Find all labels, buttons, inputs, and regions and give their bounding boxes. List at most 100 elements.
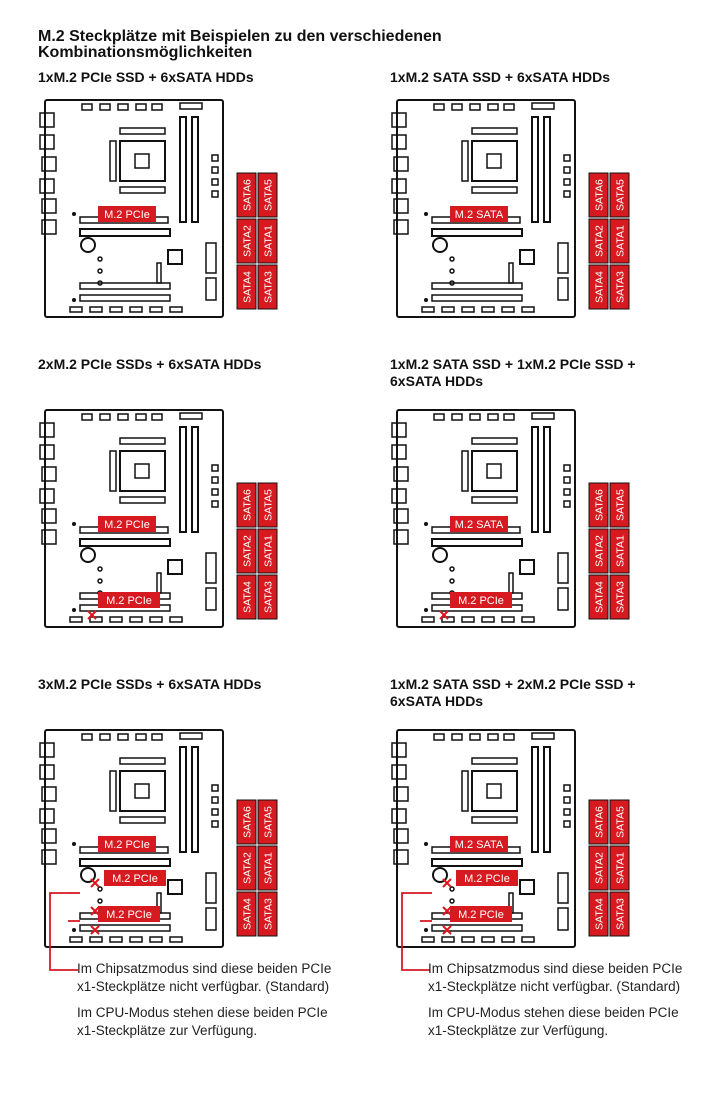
sata-port bbox=[588, 172, 609, 218]
header-pin bbox=[563, 500, 571, 508]
disabled-slot-x-icon bbox=[90, 925, 100, 935]
vrm-heatsink bbox=[119, 816, 166, 824]
vrm-heatsink bbox=[471, 496, 518, 504]
vrm-heatsink bbox=[471, 757, 518, 765]
vrm-heatsink bbox=[461, 140, 469, 182]
bottom-header bbox=[169, 306, 183, 313]
disabled-slot-x-icon bbox=[442, 906, 452, 916]
header-pin bbox=[563, 808, 571, 816]
cpu-socket bbox=[119, 450, 166, 492]
sata-port bbox=[236, 799, 257, 845]
sata-port-label: SATA3 bbox=[615, 271, 627, 303]
sata-port-label: SATA4 bbox=[242, 581, 254, 613]
header-pin bbox=[563, 178, 571, 186]
header-pin bbox=[469, 103, 481, 111]
io-connector bbox=[393, 508, 409, 524]
cpu-socket bbox=[471, 770, 518, 812]
note-right: Im Chipsatzmodus sind diese beiden PCIe … bbox=[428, 960, 698, 1048]
io-connector bbox=[41, 828, 57, 844]
vrm-heatsink bbox=[109, 140, 117, 182]
m2-slot-label: M.2 PCIe bbox=[458, 909, 504, 921]
callout-line bbox=[49, 892, 78, 971]
m2-slot-1 bbox=[98, 836, 156, 852]
io-connector bbox=[393, 156, 409, 172]
mount-hole bbox=[449, 886, 455, 892]
sata-port-label: SATA4 bbox=[594, 581, 606, 613]
header-pin bbox=[179, 412, 203, 420]
header-pin bbox=[451, 413, 463, 421]
dimm-slot bbox=[191, 746, 199, 853]
header-pin bbox=[99, 733, 111, 741]
note-cpu-mode: Im CPU-Modus stehen diese beiden PCIe x1… bbox=[428, 1005, 679, 1038]
disabled-slot-x-icon bbox=[439, 610, 449, 620]
board-outline bbox=[44, 729, 224, 948]
sata-port-label: SATA5 bbox=[263, 179, 275, 211]
note-left: Im Chipsatzmodus sind diese beiden PCIe … bbox=[77, 960, 347, 1048]
bottom-header bbox=[521, 936, 535, 943]
header-pin bbox=[531, 732, 555, 740]
sata-port-label: SATA3 bbox=[263, 271, 275, 303]
cpu-socket-center bbox=[134, 783, 150, 799]
dimm-slot bbox=[531, 746, 539, 853]
sata-port-label: SATA5 bbox=[615, 179, 627, 211]
header-pin bbox=[503, 103, 515, 111]
vrm-heatsink bbox=[471, 127, 518, 135]
cmos-battery bbox=[432, 867, 448, 883]
cmos-battery bbox=[80, 547, 96, 563]
io-connector bbox=[393, 828, 409, 844]
header-pin bbox=[469, 413, 481, 421]
m2-slot-label: M.2 SATA bbox=[455, 209, 504, 221]
cpu-socket-center bbox=[486, 783, 502, 799]
note-chipset-mode: Im Chipsatzmodus sind diese beiden PCIe … bbox=[428, 961, 683, 994]
pcie-x1-slot bbox=[156, 572, 162, 594]
sata-port bbox=[236, 264, 257, 310]
header-pin bbox=[117, 103, 129, 111]
header-pin bbox=[433, 103, 445, 111]
board-outline bbox=[44, 99, 224, 318]
dimm-slot bbox=[179, 116, 187, 223]
sata-port-label: SATA4 bbox=[242, 271, 254, 303]
io-connector bbox=[39, 764, 55, 780]
cmos-battery bbox=[80, 237, 96, 253]
bottom-header bbox=[69, 616, 83, 623]
sata-port-label: SATA1 bbox=[263, 852, 275, 884]
sata-port bbox=[588, 264, 609, 310]
sata-block bbox=[205, 552, 217, 584]
io-connector bbox=[41, 849, 57, 865]
pcie-x1-slot bbox=[508, 572, 514, 594]
dimm-slot bbox=[179, 746, 187, 853]
header-pin bbox=[563, 820, 571, 828]
io-connector bbox=[391, 808, 407, 824]
sata-block bbox=[557, 872, 569, 904]
io-connector bbox=[393, 198, 409, 214]
vrm-heatsink bbox=[109, 450, 117, 492]
pcie-slot bbox=[431, 294, 523, 302]
bottom-header bbox=[481, 616, 495, 623]
header-pin bbox=[563, 166, 571, 174]
bottom-header bbox=[521, 306, 535, 313]
header-pin bbox=[211, 154, 219, 162]
bottom-header bbox=[149, 306, 163, 313]
io-connector bbox=[41, 786, 57, 802]
bottom-header bbox=[421, 306, 435, 313]
dimm-slot bbox=[543, 116, 551, 223]
mount-hole bbox=[424, 928, 428, 932]
bottom-header bbox=[149, 616, 163, 623]
vrm-heatsink bbox=[471, 186, 518, 194]
header-pin bbox=[135, 733, 147, 741]
cpu-socket-center bbox=[134, 153, 150, 169]
bottom-header bbox=[461, 936, 475, 943]
mount-hole bbox=[97, 578, 103, 584]
bottom-header bbox=[89, 306, 103, 313]
m2-slot-label: M.2 PCIe bbox=[104, 839, 150, 851]
mount-hole bbox=[97, 566, 103, 572]
sata-block bbox=[557, 587, 569, 611]
page-title: M.2 Steckplätze mit Beispielen zu den ve… bbox=[38, 28, 442, 61]
combo-5-label: 3xM.2 PCIe SSDs + 6xSATA HDDs bbox=[38, 676, 262, 692]
cpu-socket bbox=[471, 450, 518, 492]
io-connector bbox=[391, 112, 407, 128]
m2-slot-label: M.2 SATA bbox=[455, 839, 504, 851]
header-pin bbox=[211, 784, 219, 792]
sata-port-label: SATA5 bbox=[615, 806, 627, 838]
